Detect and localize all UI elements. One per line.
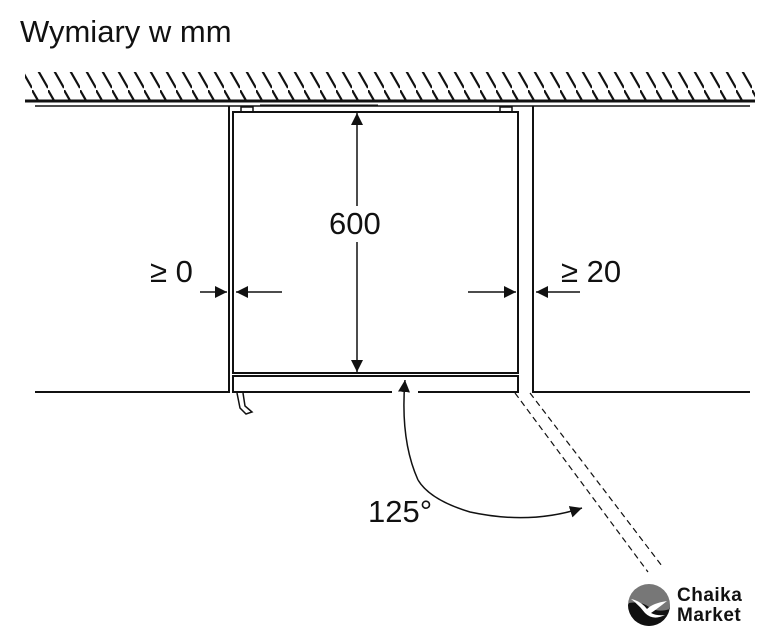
appliance-door [232, 375, 519, 415]
right-cabinet [532, 106, 750, 393]
logo-text-line1: Chaika [677, 585, 743, 606]
door-angle-label: 125° [368, 494, 433, 529]
logo-text-line2: Market [677, 605, 742, 626]
door-angle-arc [392, 379, 583, 519]
chaika-market-logo: Chaika Market [627, 583, 767, 629]
left-gap-label: ≥ 0 [150, 254, 193, 289]
diagram-title: Wymiary w mm [20, 14, 232, 49]
right-gap-label: ≥ 20 [561, 254, 622, 289]
wall [25, 72, 755, 107]
appliance-body [232, 104, 519, 374]
open-door-outline [514, 392, 663, 573]
seagull-icon [628, 584, 670, 626]
left-cabinet [35, 106, 230, 393]
depth-label: 600 [329, 206, 381, 242]
